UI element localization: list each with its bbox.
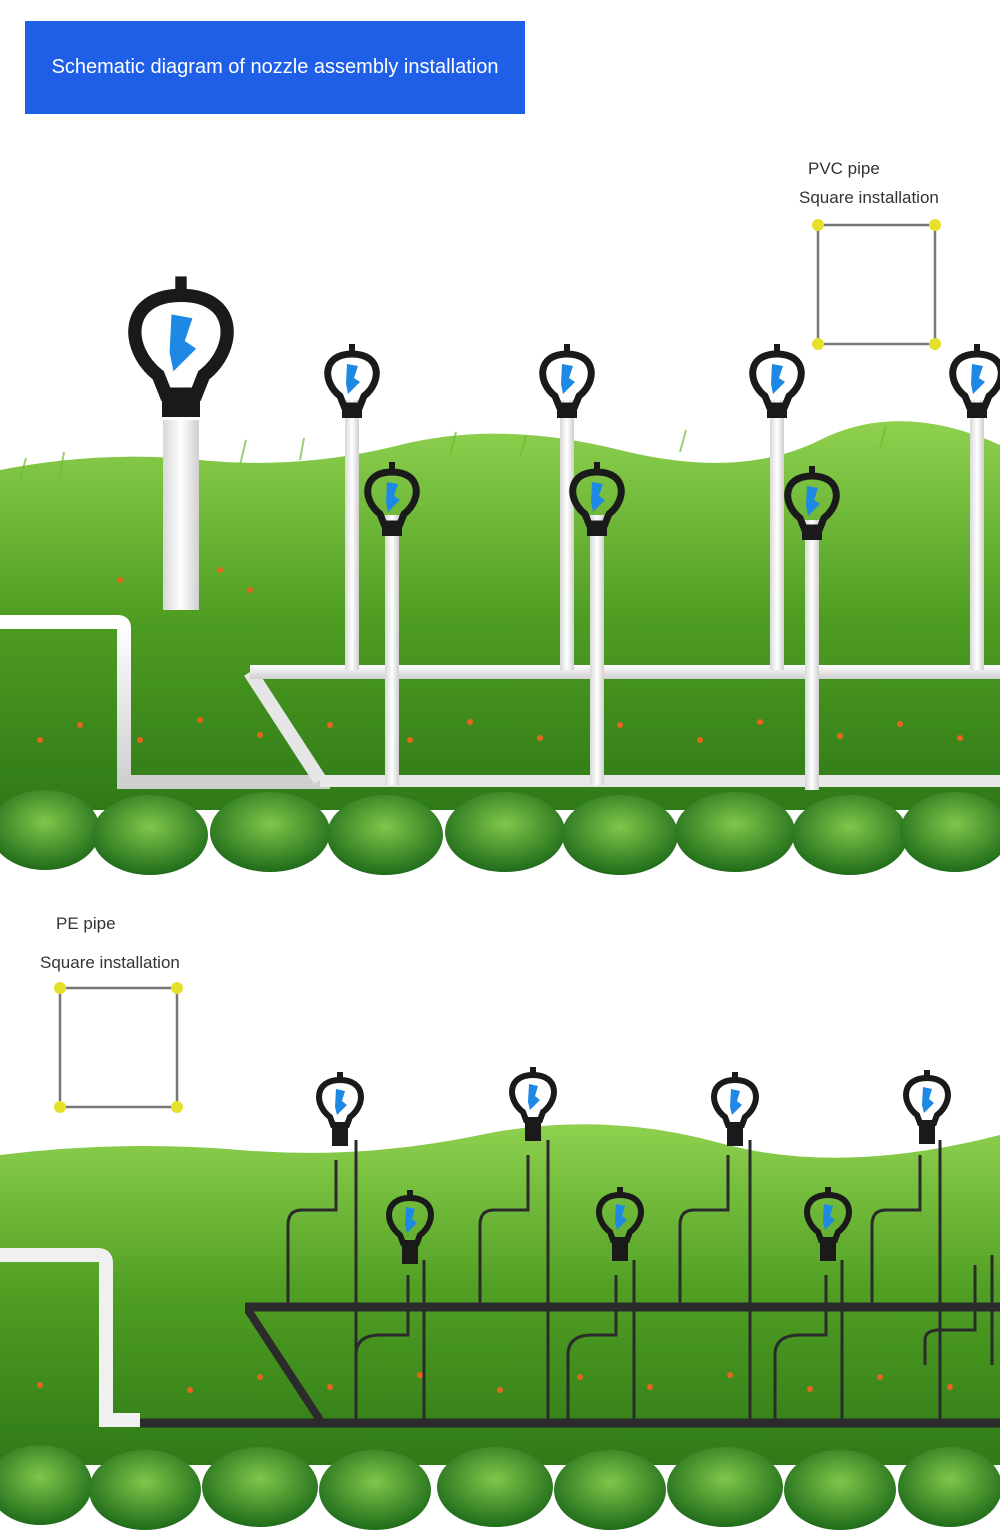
corner-dot xyxy=(171,982,183,994)
pvc-pipe-label: PVC pipe xyxy=(808,159,880,179)
pvc-install-label: Square installation xyxy=(799,188,939,208)
shrub-row xyxy=(0,1445,1000,1530)
shrub-row xyxy=(0,790,1000,875)
corner-dot xyxy=(812,219,824,231)
pvc-installation-scene xyxy=(0,270,1000,890)
rotary-sprinkler-nozzle-icon xyxy=(753,344,802,418)
corner-dot xyxy=(54,982,66,994)
page-title: Schematic diagram of nozzle assembly ins… xyxy=(52,56,499,79)
corner-dot xyxy=(929,219,941,231)
rotary-sprinkler-nozzle-icon xyxy=(135,276,227,417)
large-riser xyxy=(163,420,199,610)
grass-field xyxy=(0,421,1000,810)
rotary-sprinkler-nozzle-icon xyxy=(714,1072,756,1146)
grass-field xyxy=(0,1124,1000,1465)
title-banner: Schematic diagram of nozzle assembly ins… xyxy=(25,21,525,114)
rotary-sprinkler-nozzle-icon xyxy=(953,344,1000,418)
pe-pipe-label: PE pipe xyxy=(56,914,116,934)
rotary-sprinkler-nozzle-icon xyxy=(319,1072,361,1146)
rotary-sprinkler-nozzle-icon xyxy=(328,344,377,418)
pe-installation-scene xyxy=(0,1065,1000,1536)
pe-install-label: Square installation xyxy=(40,953,180,973)
rotary-sprinkler-nozzle-icon xyxy=(906,1070,948,1144)
rotary-sprinkler-nozzle-icon xyxy=(543,344,592,418)
